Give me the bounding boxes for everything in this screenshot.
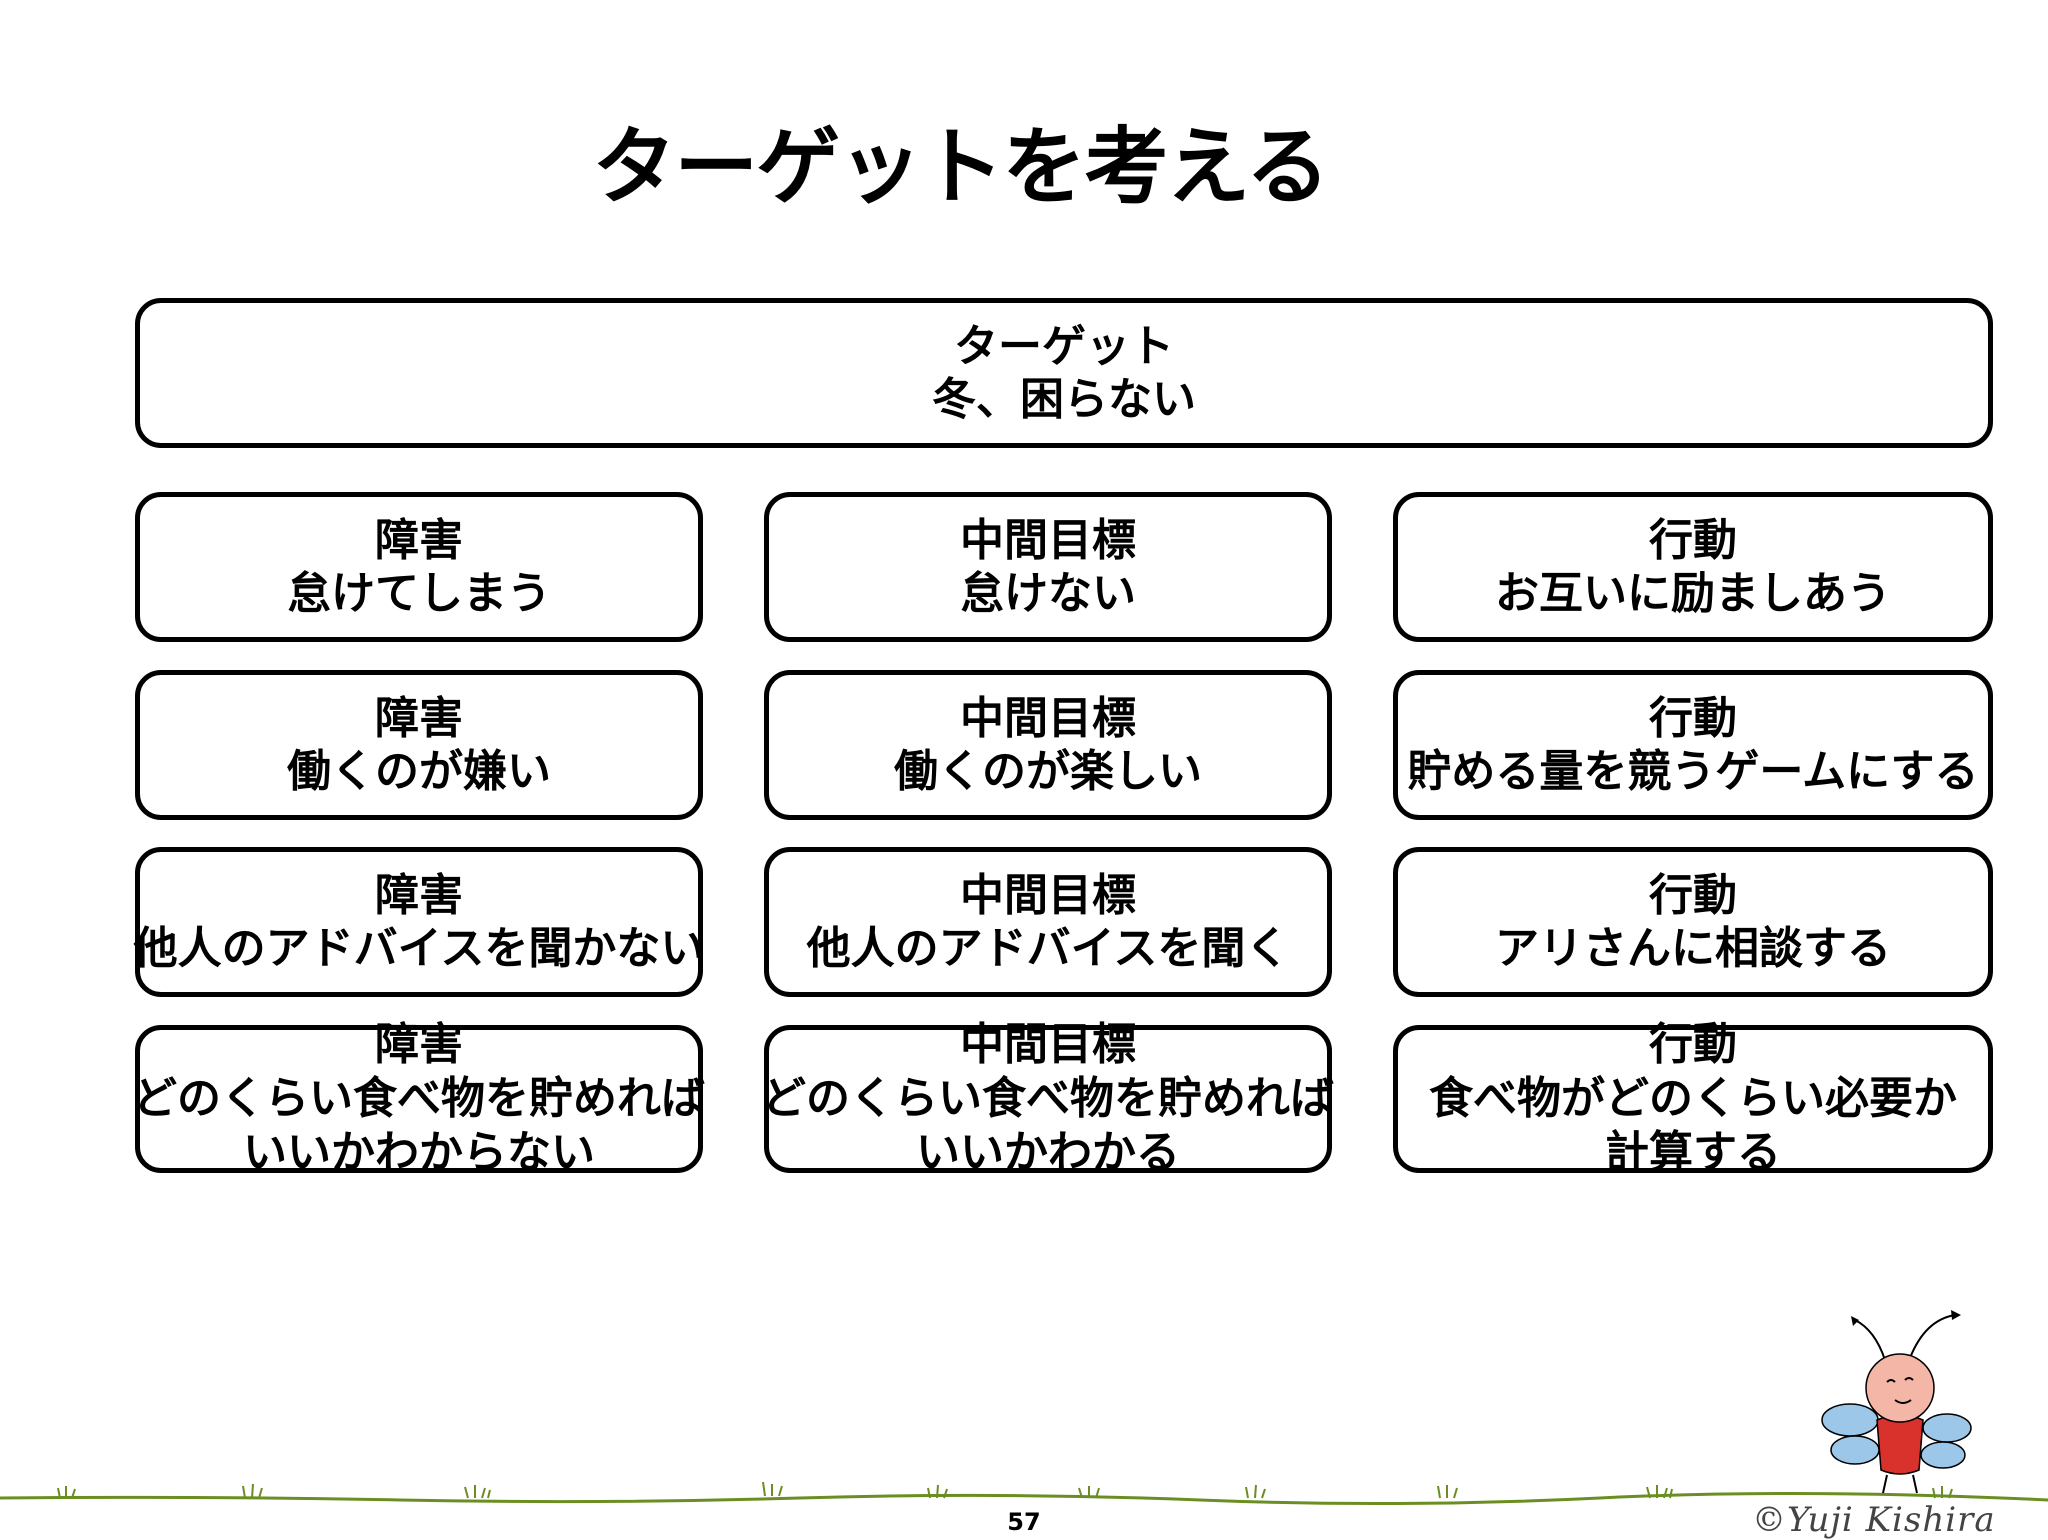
obstacle-heading: 障害	[375, 693, 463, 744]
target-heading: ターゲット	[954, 321, 1174, 372]
obstacle-heading: 障害	[375, 515, 463, 566]
target-box: ターゲット 冬、困らない	[135, 298, 1993, 448]
goal-box-1: 中間目標 怠けない	[764, 492, 1332, 642]
obstacle-text: 働くのが嫌い	[287, 746, 551, 797]
goal-text: 怠けない	[960, 568, 1136, 619]
action-text: お互いに励ましあう	[1495, 568, 1891, 619]
copyright-signature: ©Yuji Kishira	[1752, 1500, 1996, 1540]
page-number: 57	[1007, 1508, 1041, 1536]
goal-heading: 中間目標	[960, 693, 1136, 744]
action-text-line-2: 計算する	[1605, 1127, 1781, 1178]
obstacle-text: 他人のアドバイスを聞かない	[133, 923, 705, 974]
action-heading: 行動	[1649, 1019, 1737, 1070]
goal-text: 他人のアドバイスを聞く	[806, 923, 1290, 974]
action-text: アリさんに相談する	[1495, 923, 1891, 974]
target-text: 冬、困らない	[932, 374, 1196, 425]
slide-title: ターゲットを考える	[592, 118, 1329, 216]
goal-heading: 中間目標	[960, 515, 1136, 566]
obstacle-text-line-2: いいかわからない	[243, 1127, 595, 1178]
obstacle-text: 怠けてしまう	[287, 568, 551, 619]
goal-heading: 中間目標	[960, 870, 1136, 921]
goal-text-line-2: いいかわかる	[916, 1127, 1180, 1178]
obstacle-box-2: 障害 働くのが嫌い	[135, 670, 703, 820]
action-heading: 行動	[1649, 515, 1737, 566]
action-text: 貯める量を競うゲームにする	[1407, 746, 1979, 797]
action-box-2: 行動 貯める量を競うゲームにする	[1393, 670, 1993, 820]
goal-box-4: 中間目標 どのくらい食べ物を貯めれば いいかわかる	[762, 1019, 1334, 1178]
goal-box-2: 中間目標 働くのが楽しい	[764, 670, 1332, 820]
action-box-3: 行動 アリさんに相談する	[1393, 847, 1993, 997]
bug-character-icon	[1821, 1310, 1972, 1494]
goal-heading: 中間目標	[960, 1019, 1136, 1070]
obstacle-heading: 障害	[375, 870, 463, 921]
action-box-1: 行動 お互いに励ましあう	[1393, 492, 1993, 642]
goal-text: 働くのが楽しい	[894, 746, 1202, 797]
goal-box-3: 中間目標 他人のアドバイスを聞く	[764, 847, 1332, 997]
obstacle-box-3: 障害 他人のアドバイスを聞かない	[133, 847, 705, 997]
action-text-line-1: 食べ物がどのくらい必要か	[1429, 1073, 1957, 1124]
grass-ground	[0, 1481, 2048, 1506]
obstacle-box-1: 障害 怠けてしまう	[135, 492, 703, 642]
action-box-4: 行動 食べ物がどのくらい必要か 計算する	[1393, 1019, 1993, 1178]
obstacle-heading: 障害	[375, 1019, 463, 1070]
obstacle-text-line-1: どのくらい食べ物を貯めれば	[133, 1073, 705, 1124]
action-heading: 行動	[1649, 870, 1737, 921]
obstacle-box-4: 障害 どのくらい食べ物を貯めれば いいかわからない	[133, 1019, 705, 1178]
action-heading: 行動	[1649, 693, 1737, 744]
goal-text-line-1: どのくらい食べ物を貯めれば	[762, 1073, 1334, 1124]
